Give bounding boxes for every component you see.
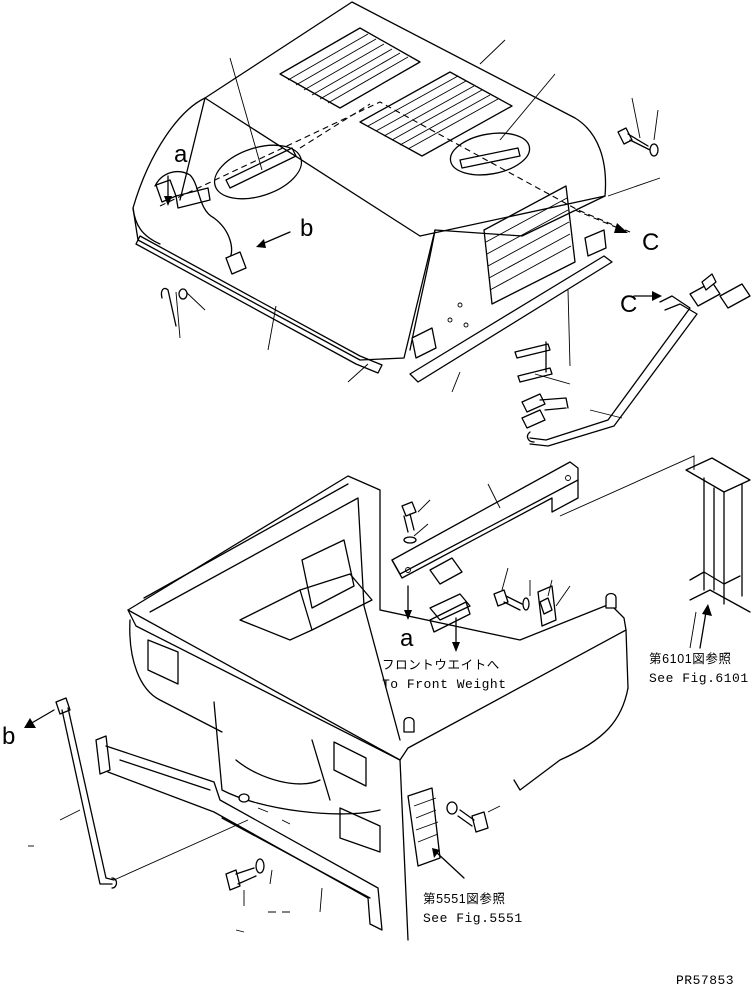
lower-guard-frame	[95, 735, 383, 931]
leader-lines-upper	[175, 39, 661, 419]
arrow-a-lower	[404, 585, 412, 620]
pillar-6101	[685, 457, 751, 613]
bolt-bracket-top	[401, 499, 431, 544]
arrow-b-lower	[24, 709, 55, 728]
note-fig5551-jp: 第5551図参照	[423, 891, 506, 906]
note-fig6101-jp: 第6101図参照	[649, 651, 732, 666]
note-fig5551-en: See Fig.5551	[423, 911, 523, 926]
label-c-upper: C	[642, 229, 659, 256]
bolt-lower-left	[225, 858, 323, 933]
label-a-top: a	[174, 141, 188, 168]
reference-lines	[487, 455, 697, 649]
hidden-lines-top	[159, 101, 631, 233]
lock-pin	[160, 287, 188, 327]
drawing-id: PR57853	[676, 973, 734, 988]
hood-latch-left	[154, 171, 247, 275]
hood-grab-handle-left	[213, 144, 303, 200]
label-b-top: b	[300, 215, 313, 242]
bolt-upper-right	[617, 127, 659, 157]
arrow-c-lower	[633, 291, 662, 301]
pins-lower-hood	[514, 341, 553, 383]
note-fig6101-en: See Fig.6101	[649, 671, 749, 686]
arrow-front-weight	[452, 617, 460, 652]
label-b-bottom: b	[2, 723, 15, 750]
hinge-clips	[689, 273, 751, 309]
hood-stay-rod	[521, 295, 698, 447]
bolt-lower-right	[446, 801, 501, 833]
hood-middle-louver	[359, 71, 513, 157]
hood-upper-louver	[279, 27, 421, 109]
hood-grab-handle-right	[449, 132, 531, 176]
arrow-5551	[432, 848, 465, 879]
bolts-bracket-right	[493, 567, 571, 627]
arrow-6101	[699, 604, 712, 649]
arrow-c-upper	[574, 209, 628, 233]
note-front-weight-en: To Front Weight	[382, 677, 507, 692]
side-cover-5551	[407, 787, 441, 867]
engine-hood	[132, 1, 613, 383]
note-front-weight-jp: フロントウエイトへ	[382, 658, 500, 672]
mounting-bracket	[391, 461, 579, 633]
arrow-a-upper	[164, 175, 172, 206]
label-c-lower: C	[620, 291, 637, 318]
arrow-b-upper	[256, 231, 291, 248]
hood-bosses	[411, 229, 607, 359]
label-a-bottom: a	[400, 625, 414, 652]
hood-side-louver	[483, 185, 576, 305]
lower-stay-rod	[28, 697, 249, 889]
frame-body	[127, 475, 629, 941]
